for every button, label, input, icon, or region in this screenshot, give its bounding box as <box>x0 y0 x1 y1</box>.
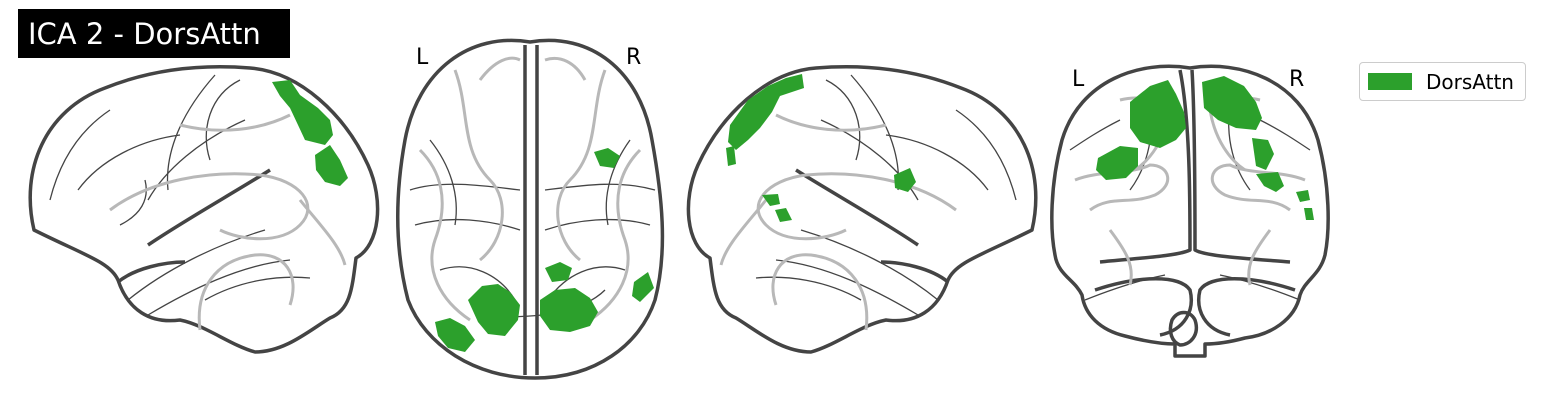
sagittal-right-activation-1 <box>728 74 804 150</box>
sagittal-right-activation-3 <box>762 194 780 206</box>
coronal-activation-right-lateral-1 <box>1252 138 1274 170</box>
axial-right-label: R <box>626 45 642 70</box>
axial-activation-right-frontal <box>594 148 620 168</box>
coronal-right-label: R <box>1289 67 1305 92</box>
sagittal-right-activation-5 <box>726 146 736 166</box>
axial-activation-right-lateral <box>632 272 654 302</box>
legend-label: DorsAttn <box>1426 69 1514 94</box>
sagittal-right-view <box>686 65 1038 354</box>
axial-activation-left-parietal <box>468 284 520 336</box>
legend: DorsAttn <box>1359 62 1526 101</box>
axial-activation-right-parietal <box>540 288 598 332</box>
sagittal-left-view <box>28 65 380 354</box>
axial-view <box>396 38 665 380</box>
sagittal-left-activation-2 <box>315 145 348 186</box>
coronal-activation-right-small-2 <box>1304 208 1314 220</box>
coronal-activation-right-superior <box>1202 76 1262 130</box>
sagittal-right-activation-4 <box>775 208 792 222</box>
axial-activation-right-small-1 <box>545 262 572 282</box>
coronal-activation-right-lateral-2 <box>1256 172 1284 192</box>
coronal-activation-left-superior <box>1130 80 1186 148</box>
sagittal-right-outline <box>686 65 1038 354</box>
coronal-activation-right-small <box>1296 190 1310 202</box>
coronal-left-label: L <box>1072 67 1085 92</box>
sagittal-left-activation-1 <box>272 80 333 145</box>
coronal-activation-left-lateral <box>1096 146 1138 180</box>
figure-title: ICA 2 - DorsAttn <box>18 9 290 58</box>
coronal-view <box>1050 64 1330 358</box>
axial-activation-left-occipital <box>435 318 475 352</box>
coronal-outline <box>1050 64 1330 358</box>
sagittal-left-outline <box>28 65 380 354</box>
legend-swatch <box>1368 73 1412 90</box>
axial-left-label: L <box>416 45 429 70</box>
axial-outline <box>396 38 665 380</box>
sagittal-right-activation-2 <box>894 168 916 192</box>
